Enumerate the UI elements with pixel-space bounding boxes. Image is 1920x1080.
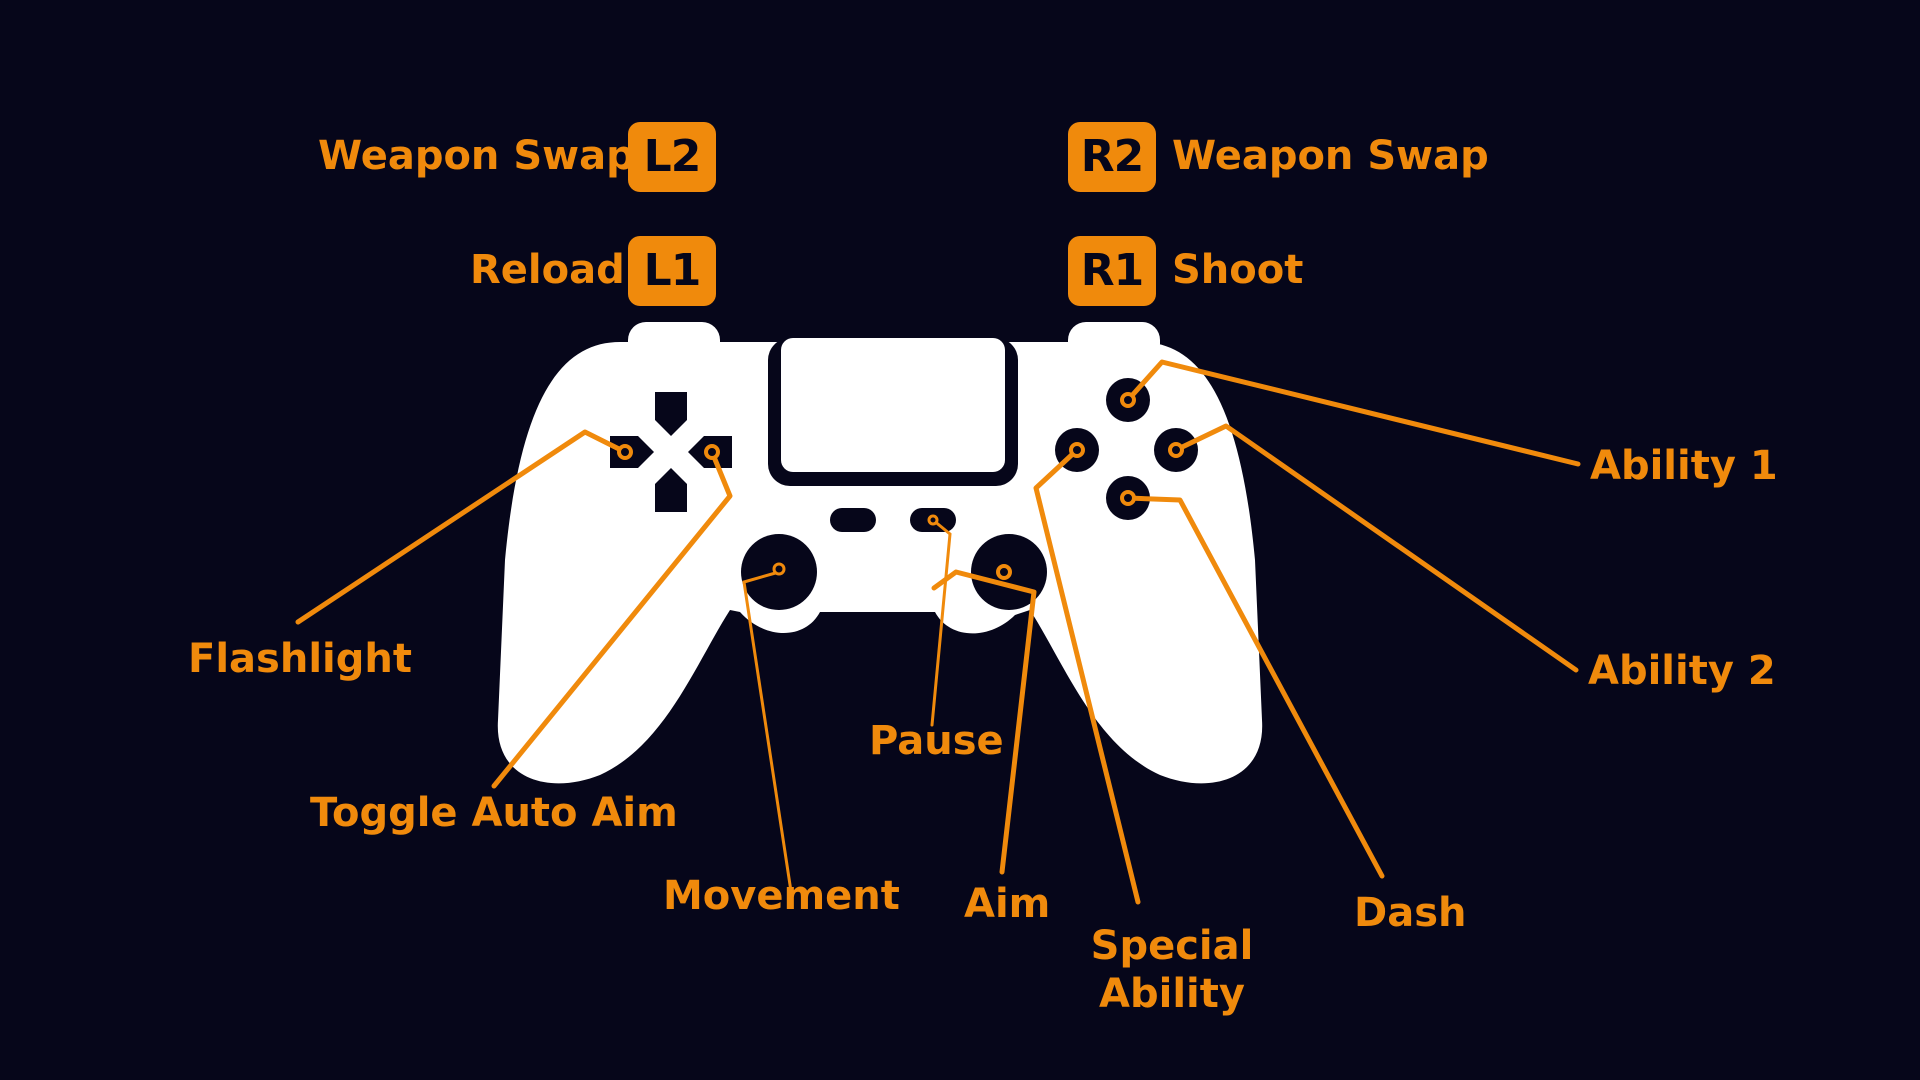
ability-1-anchor (1120, 392, 1136, 408)
special-ability-label-line2: Ability (1099, 971, 1245, 1017)
r2-action-label: Weapon Swap (1172, 133, 1489, 179)
dash-leader-line (1125, 495, 1385, 879)
dpad-down[interactable] (655, 468, 687, 512)
special-ability-label-line1: Special (1090, 923, 1254, 969)
aim-anchor (996, 564, 1012, 580)
r2-badge: R2 (1068, 122, 1156, 192)
r1-badge: R1 (1068, 236, 1156, 306)
flashlight-label: Flashlight (188, 636, 412, 682)
l2-badge: L2 (628, 122, 716, 192)
ability-1-label: Ability 1 (1590, 443, 1778, 489)
toggle-auto-aim-label: Toggle Auto Aim (310, 790, 678, 836)
movement-anchor (772, 562, 786, 576)
r1-action-label: Shoot (1172, 247, 1304, 293)
movement-label: Movement (663, 873, 900, 919)
l1-action-label: Reload (470, 247, 625, 293)
dpad-up[interactable] (655, 392, 687, 436)
flashlight-anchor (617, 444, 633, 460)
special-ability-leader-line (1033, 447, 1141, 905)
l2-action-label: Weapon Swap (318, 133, 635, 179)
l1-badge: L1 (628, 236, 716, 306)
special-ability-anchor (1069, 442, 1085, 458)
ability-2-label: Ability 2 (1588, 648, 1776, 694)
ability-2-leader-line (1173, 423, 1579, 673)
r1-shoulder (1068, 322, 1160, 362)
toggle-auto-aim-leader-line (491, 449, 733, 789)
touchpad[interactable] (781, 338, 1005, 472)
l1-shoulder (628, 322, 720, 362)
movement-leader-line (742, 570, 794, 900)
dash-anchor (1120, 490, 1136, 506)
flashlight-leader-line (295, 429, 628, 625)
pause-label: Pause (869, 718, 1004, 764)
toggle-auto-aim-anchor (704, 444, 720, 460)
share-button[interactable] (830, 508, 876, 532)
dash-label: Dash (1354, 890, 1467, 936)
ability-2-anchor (1168, 442, 1184, 458)
aim-label: Aim (964, 881, 1051, 927)
special-ability-label: Special Ability (1082, 922, 1262, 1018)
ability-1-leader-line (1125, 359, 1581, 467)
pause-anchor (927, 514, 939, 526)
pause-leader-line (930, 518, 952, 727)
